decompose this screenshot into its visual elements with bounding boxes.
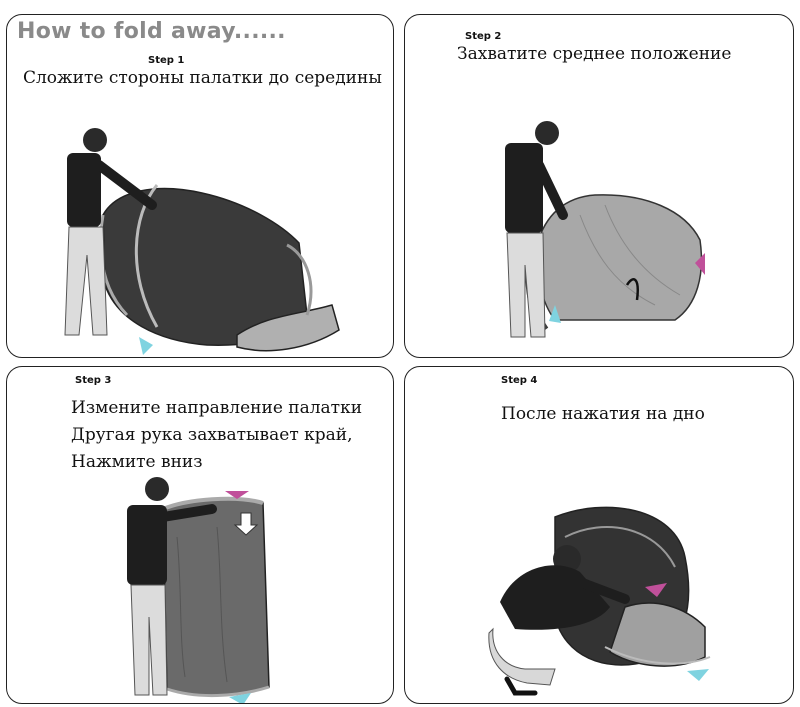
cyan-arrow-icon xyxy=(687,669,709,681)
step-1-illustration xyxy=(64,128,340,355)
step-3-label: Step 3 xyxy=(75,375,112,386)
magenta-arrow-icon xyxy=(225,491,249,499)
step-4-illustration xyxy=(488,506,711,696)
step-1-panel: How to fold away...... Step 1 Сложите ст… xyxy=(6,14,394,358)
step-3-illustration xyxy=(127,477,270,703)
step-3-caption-line-2: Другая рука захватывает край, xyxy=(71,425,353,445)
step-3-caption-line-3: Нажмите вниз xyxy=(71,452,203,472)
step-4-panel: Step 4 После нажатия на дно xyxy=(404,366,794,704)
step-1-caption: Сложите стороны палатки до середины xyxy=(23,68,382,88)
step-2-caption: Захватите среднее положение xyxy=(457,44,732,64)
step-3-caption-line-1: Измените направление палатки xyxy=(71,398,363,418)
cyan-arrow-icon xyxy=(139,337,153,355)
step-2-panel: Step 2 Захватите среднее положение xyxy=(404,14,794,358)
magenta-arrow-icon xyxy=(695,253,705,275)
magenta-arrow-icon xyxy=(645,583,667,597)
step-1-label: Step 1 xyxy=(148,55,185,66)
cyan-arrow-icon xyxy=(549,305,561,323)
step-3-panel: Step 3 Измените направление палатки Друг… xyxy=(6,366,394,704)
step-2-label: Step 2 xyxy=(465,31,502,42)
down-arrow-icon xyxy=(233,512,259,536)
step-4-caption: После нажатия на дно xyxy=(501,404,705,424)
page-heading: How to fold away...... xyxy=(17,19,286,44)
cyan-arrow-icon xyxy=(229,693,251,703)
step-4-label: Step 4 xyxy=(501,375,538,386)
step-2-illustration xyxy=(505,121,705,338)
